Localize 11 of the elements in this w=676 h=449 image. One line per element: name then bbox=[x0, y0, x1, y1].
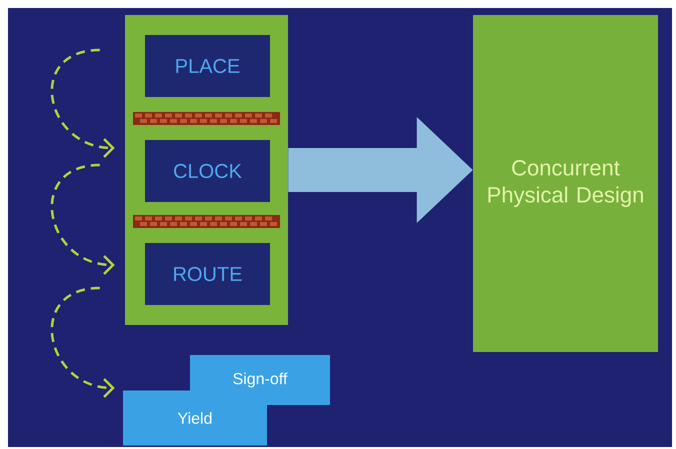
step-box: Yield bbox=[123, 390, 267, 446]
process-box: ROUTE bbox=[145, 243, 270, 305]
node-label: Yield bbox=[178, 412, 212, 424]
block-arrow bbox=[288, 117, 473, 223]
curved-arrow bbox=[50, 286, 115, 398]
node-label: Sign-off bbox=[233, 372, 288, 388]
curved-arrow bbox=[50, 164, 115, 275]
result-box: Concurrent Physical Design bbox=[473, 15, 658, 352]
process-box: CLOCK bbox=[145, 140, 270, 202]
process-box: PLACE bbox=[145, 35, 270, 97]
curved-arrow bbox=[50, 48, 115, 158]
